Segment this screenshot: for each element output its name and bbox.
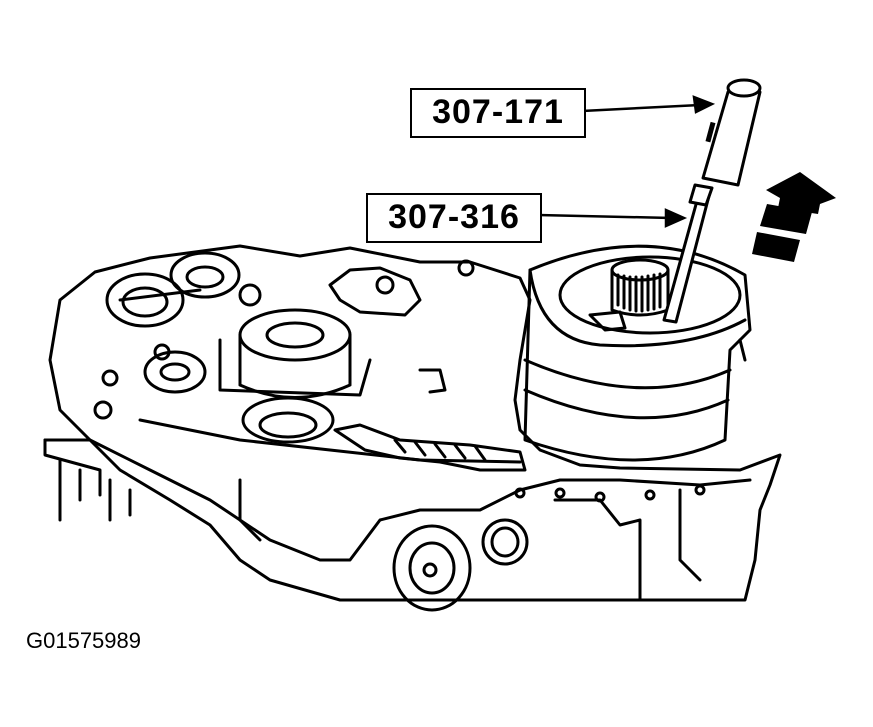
lift-direction-arrows xyxy=(752,172,836,262)
tool-callout-307-316: 307-316 xyxy=(366,193,542,243)
case-outline xyxy=(48,244,782,602)
lower-housing xyxy=(43,438,752,562)
tool-collar xyxy=(688,183,714,207)
figure-id: G01575989 xyxy=(26,628,141,653)
tool-callout-307-171: 307-171 xyxy=(410,88,586,138)
